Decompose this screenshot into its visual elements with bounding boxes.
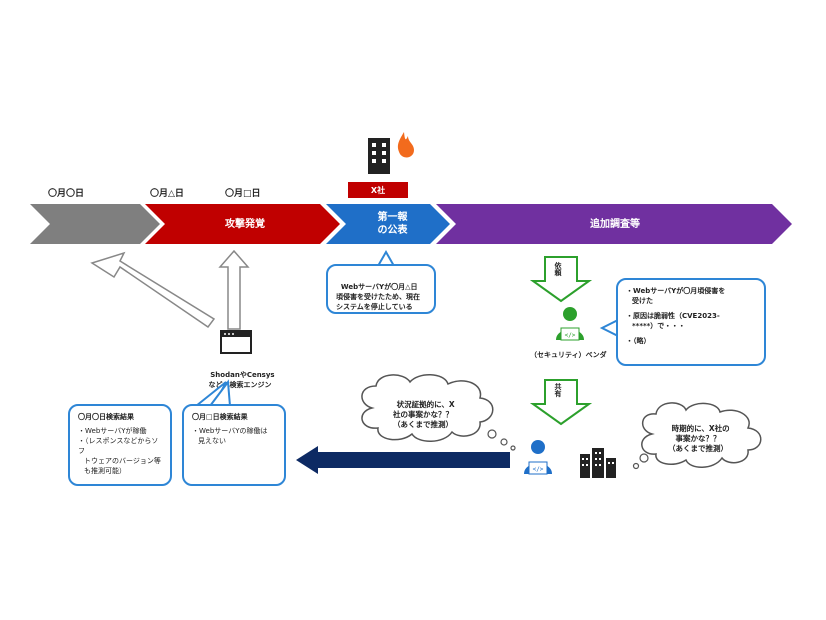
date-label-3: 〇月□日: [225, 189, 261, 199]
publication-bubble: WebサーバYが〇月△日 頃侵害を受けたため、現在 システムを停止している: [326, 264, 436, 314]
browser-window-icon: [220, 330, 252, 354]
search-result-1-line: も推測可能）: [84, 467, 126, 475]
search-result-2-line: ・WebサーバYの稼働は: [192, 427, 268, 435]
phase-label-attack: 攻撃発覚: [225, 218, 265, 230]
svg-text:</>: </>: [533, 466, 544, 473]
phase-label-additional: 追加調査等: [590, 218, 640, 230]
thought-cloud-2: [632, 402, 762, 470]
share-label: 共有: [554, 383, 562, 397]
outline-arrows: [90, 249, 250, 330]
request-label: 依頼: [554, 262, 562, 276]
vendor-bubble: ・WebサーバYが〇月頃侵害を 受けた ・原因は脆弱性（CVE2023- ***…: [616, 278, 766, 366]
date-label-1: 〇月〇日: [48, 189, 85, 199]
phase-chevron-1: [30, 204, 160, 244]
thought-2-text: 時期的に、X社の 事案かな？？ （あくまで推測）: [668, 424, 730, 453]
svg-text:</>: </>: [565, 332, 576, 339]
search-result-1-bubble: 〇月〇日検索結果 ・WebサーバYが稼働 ・（レスポンスなどからソフ トウェアの…: [68, 404, 172, 486]
thought-1-text: 状況証拠的に、X 社の事案かな？？ （あくまで推測）: [393, 400, 455, 429]
phase-chevron-2: [145, 204, 340, 244]
phase-chevron-4: [436, 204, 792, 244]
search-result-1-line: トウェアのバージョン等: [84, 457, 161, 465]
search-result-2-line: 見えない: [198, 437, 226, 445]
search-result-pointers: [195, 379, 231, 407]
search-result-1-line: ・（レスポンスなどからソフ: [78, 437, 159, 455]
share-arrow: [529, 379, 593, 426]
phase-chevron-3: [326, 204, 450, 244]
request-arrow: [529, 256, 593, 303]
search-result-1-line: ・WebサーバYが稼働: [78, 427, 147, 435]
buildings-icon: [580, 448, 616, 478]
navy-left-arrow: [296, 446, 510, 474]
thought-cloud-1: [361, 374, 516, 451]
vendor-label: （セキュリティ）ベンダ: [530, 351, 607, 359]
analyst-person-icon: </>: [524, 440, 552, 475]
timeline-bar: [30, 204, 792, 244]
phase-label-first-report: 第一報 の公表: [377, 212, 408, 236]
company-label: X社: [348, 182, 408, 198]
vendor-person-icon: </>: [556, 307, 584, 341]
building-fire-icon: [368, 132, 414, 174]
date-label-2: 〇月△日: [150, 189, 184, 199]
search-engine-label: ShodanやCensys などの検索エンジン: [208, 371, 275, 389]
search-result-2-bubble: 〇月□日検索結果 ・WebサーバYの稼働は 見えない: [182, 404, 286, 486]
